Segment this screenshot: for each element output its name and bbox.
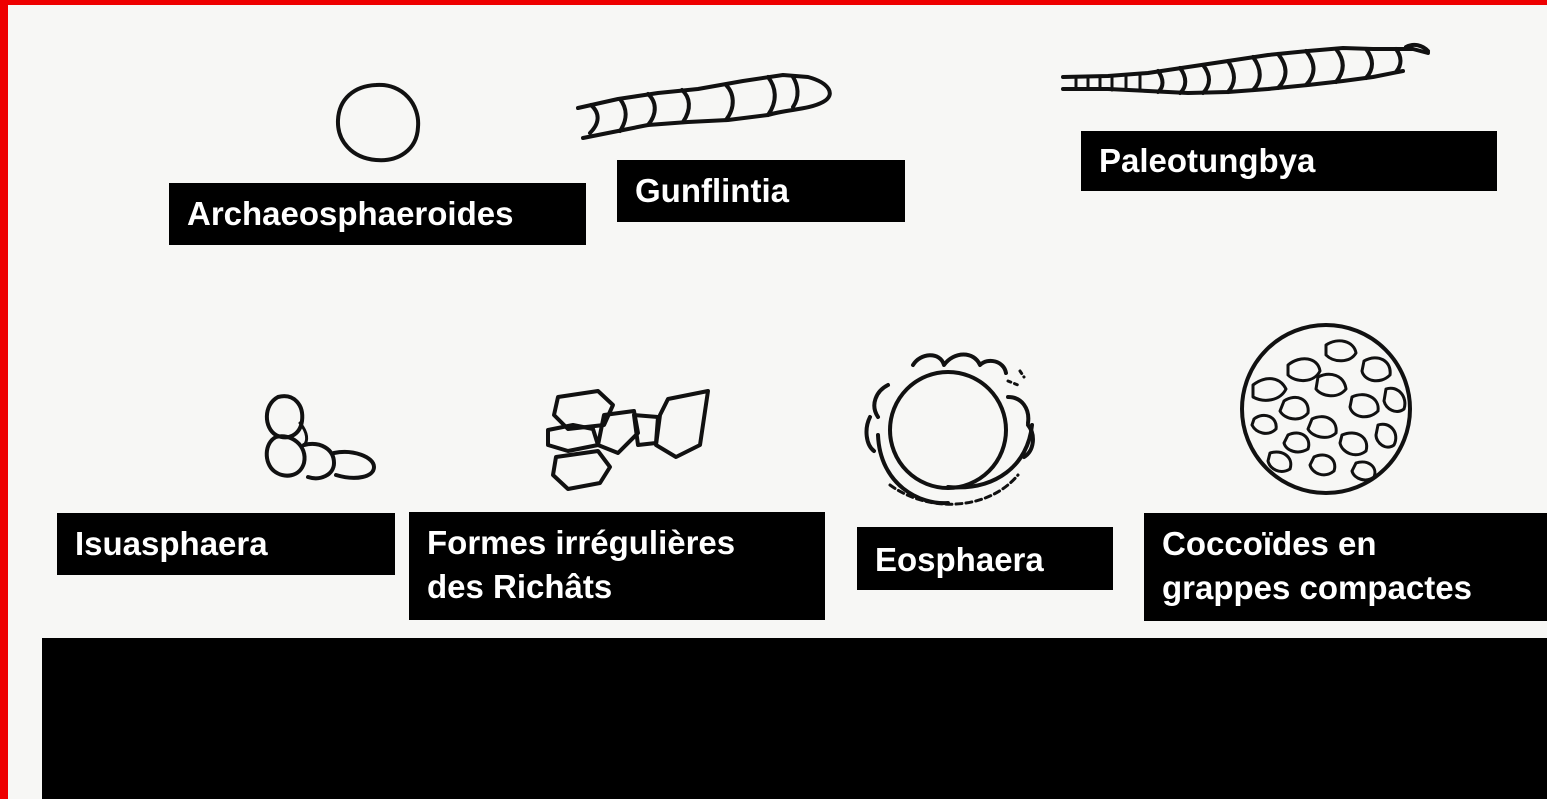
label-isuasphaera: Isuasphaera xyxy=(57,513,395,575)
label-archaeosphaeroides-text: Archaeosphaeroides xyxy=(187,195,514,232)
label-formes-line1: Formes irrégulières xyxy=(427,524,736,561)
caption-redaction-block xyxy=(42,638,1547,799)
label-gunflintia-text: Gunflintia xyxy=(635,172,789,209)
archaeosphaeroides-drawing xyxy=(335,82,421,163)
label-archaeosphaeroides: Archaeosphaeroides xyxy=(169,183,586,245)
label-eosphaera: Eosphaera xyxy=(857,527,1113,590)
coccoides-drawing xyxy=(1240,323,1412,495)
formes-irregulieres-drawing xyxy=(546,389,710,491)
label-formes-line2: des Richâts xyxy=(427,568,613,605)
label-coccoides-line2: grappes compactes xyxy=(1162,569,1472,606)
label-coccoides: Coccoïdes en grappes compactes xyxy=(1144,513,1547,621)
paleotungbya-drawing xyxy=(1061,42,1430,95)
label-coccoides-line1: Coccoïdes en xyxy=(1162,525,1377,562)
label-gunflintia: Gunflintia xyxy=(617,160,905,222)
label-isuasphaera-text: Isuasphaera xyxy=(75,525,268,562)
label-paleotungbya-text: Paleotungbya xyxy=(1099,142,1316,179)
eosphaera-drawing xyxy=(864,352,1035,506)
label-eosphaera-text: Eosphaera xyxy=(875,541,1044,578)
label-paleotungbya: Paleotungbya xyxy=(1081,131,1497,191)
label-formes-irregulieres: Formes irrégulières des Richâts xyxy=(409,512,825,620)
gunflintia-drawing xyxy=(576,73,832,140)
isuasphaera-drawing xyxy=(264,394,376,481)
